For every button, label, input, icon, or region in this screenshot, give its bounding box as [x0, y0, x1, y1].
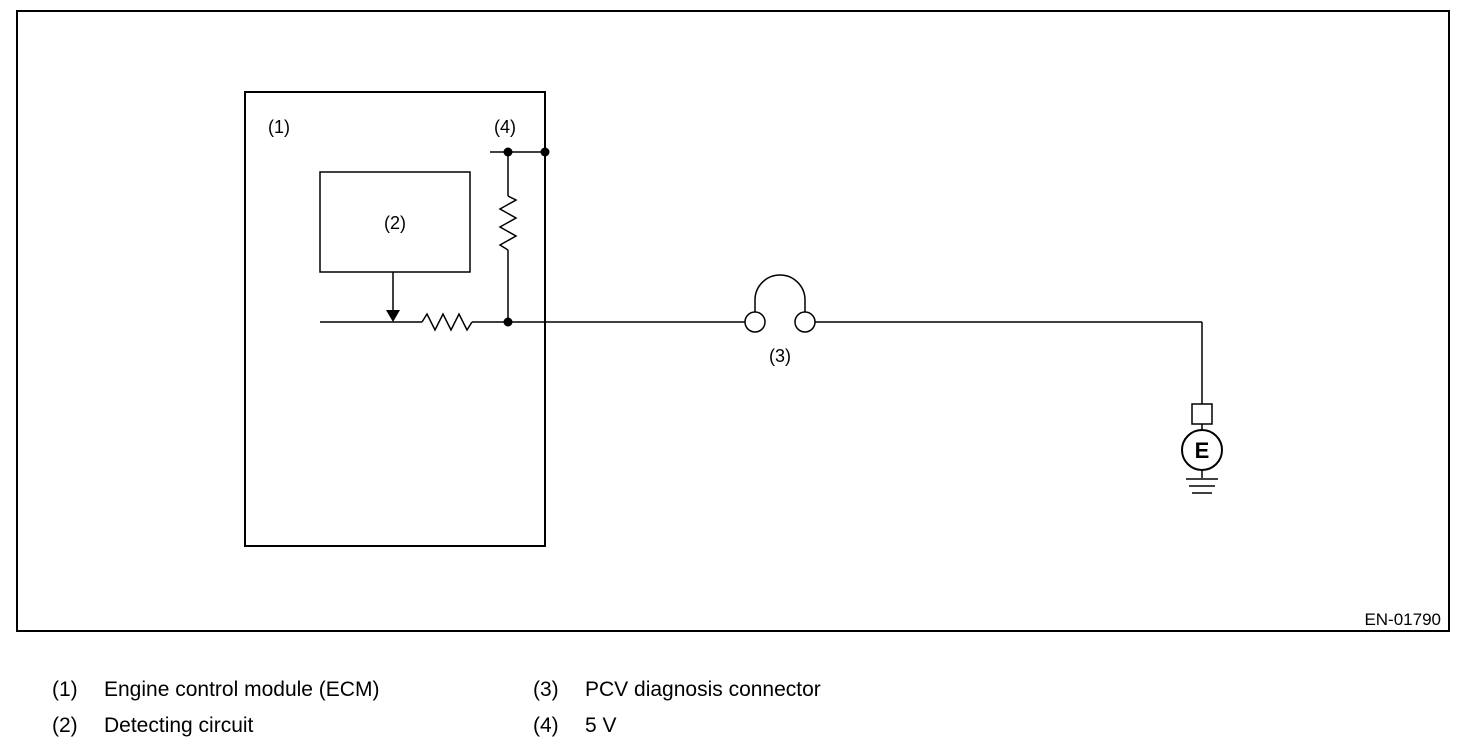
legend-number: (3)	[533, 678, 559, 701]
legend-number: (4)	[533, 714, 559, 737]
label-pcv-connector: (3)	[769, 346, 791, 366]
legend-number: (1)	[52, 678, 78, 701]
ecm-box	[244, 91, 546, 547]
junction-dot-ecm-edge	[540, 147, 550, 157]
legend-item-detecting-circuit: (2) Detecting circuit	[52, 713, 253, 739]
detecting-circuit-box	[319, 171, 471, 273]
label-detecting-circuit: (2)	[384, 213, 406, 233]
legend-text: PCV diagnosis connector	[585, 678, 821, 701]
connector-loop	[754, 274, 806, 312]
label-ecm: (1)	[268, 117, 290, 137]
figure-code: EN-01790	[1364, 610, 1441, 629]
pullup-resistor	[498, 195, 518, 251]
legend-number: (2)	[52, 714, 78, 737]
legend-item-pcv-connector: (3) PCV diagnosis connector	[533, 677, 821, 703]
label-five-volt: (4)	[494, 117, 516, 137]
detect-arrow-head	[386, 310, 400, 322]
legend-text: Detecting circuit	[104, 714, 254, 737]
connector-terminal-left	[744, 311, 766, 333]
diagram-frame	[16, 10, 1450, 632]
legend-text: 5 V	[585, 714, 617, 737]
junction-dot-5v	[503, 147, 513, 157]
series-resistor	[421, 312, 473, 332]
connector-terminal-right	[794, 311, 816, 333]
legend-text: Engine control module (ECM)	[104, 678, 380, 701]
ground-terminal	[1191, 403, 1213, 425]
ground-letter: E	[1195, 438, 1210, 463]
legend-item-five-volt: (4) 5 V	[533, 713, 617, 739]
legend-item-ecm: (1) Engine control module (ECM)	[52, 677, 379, 703]
